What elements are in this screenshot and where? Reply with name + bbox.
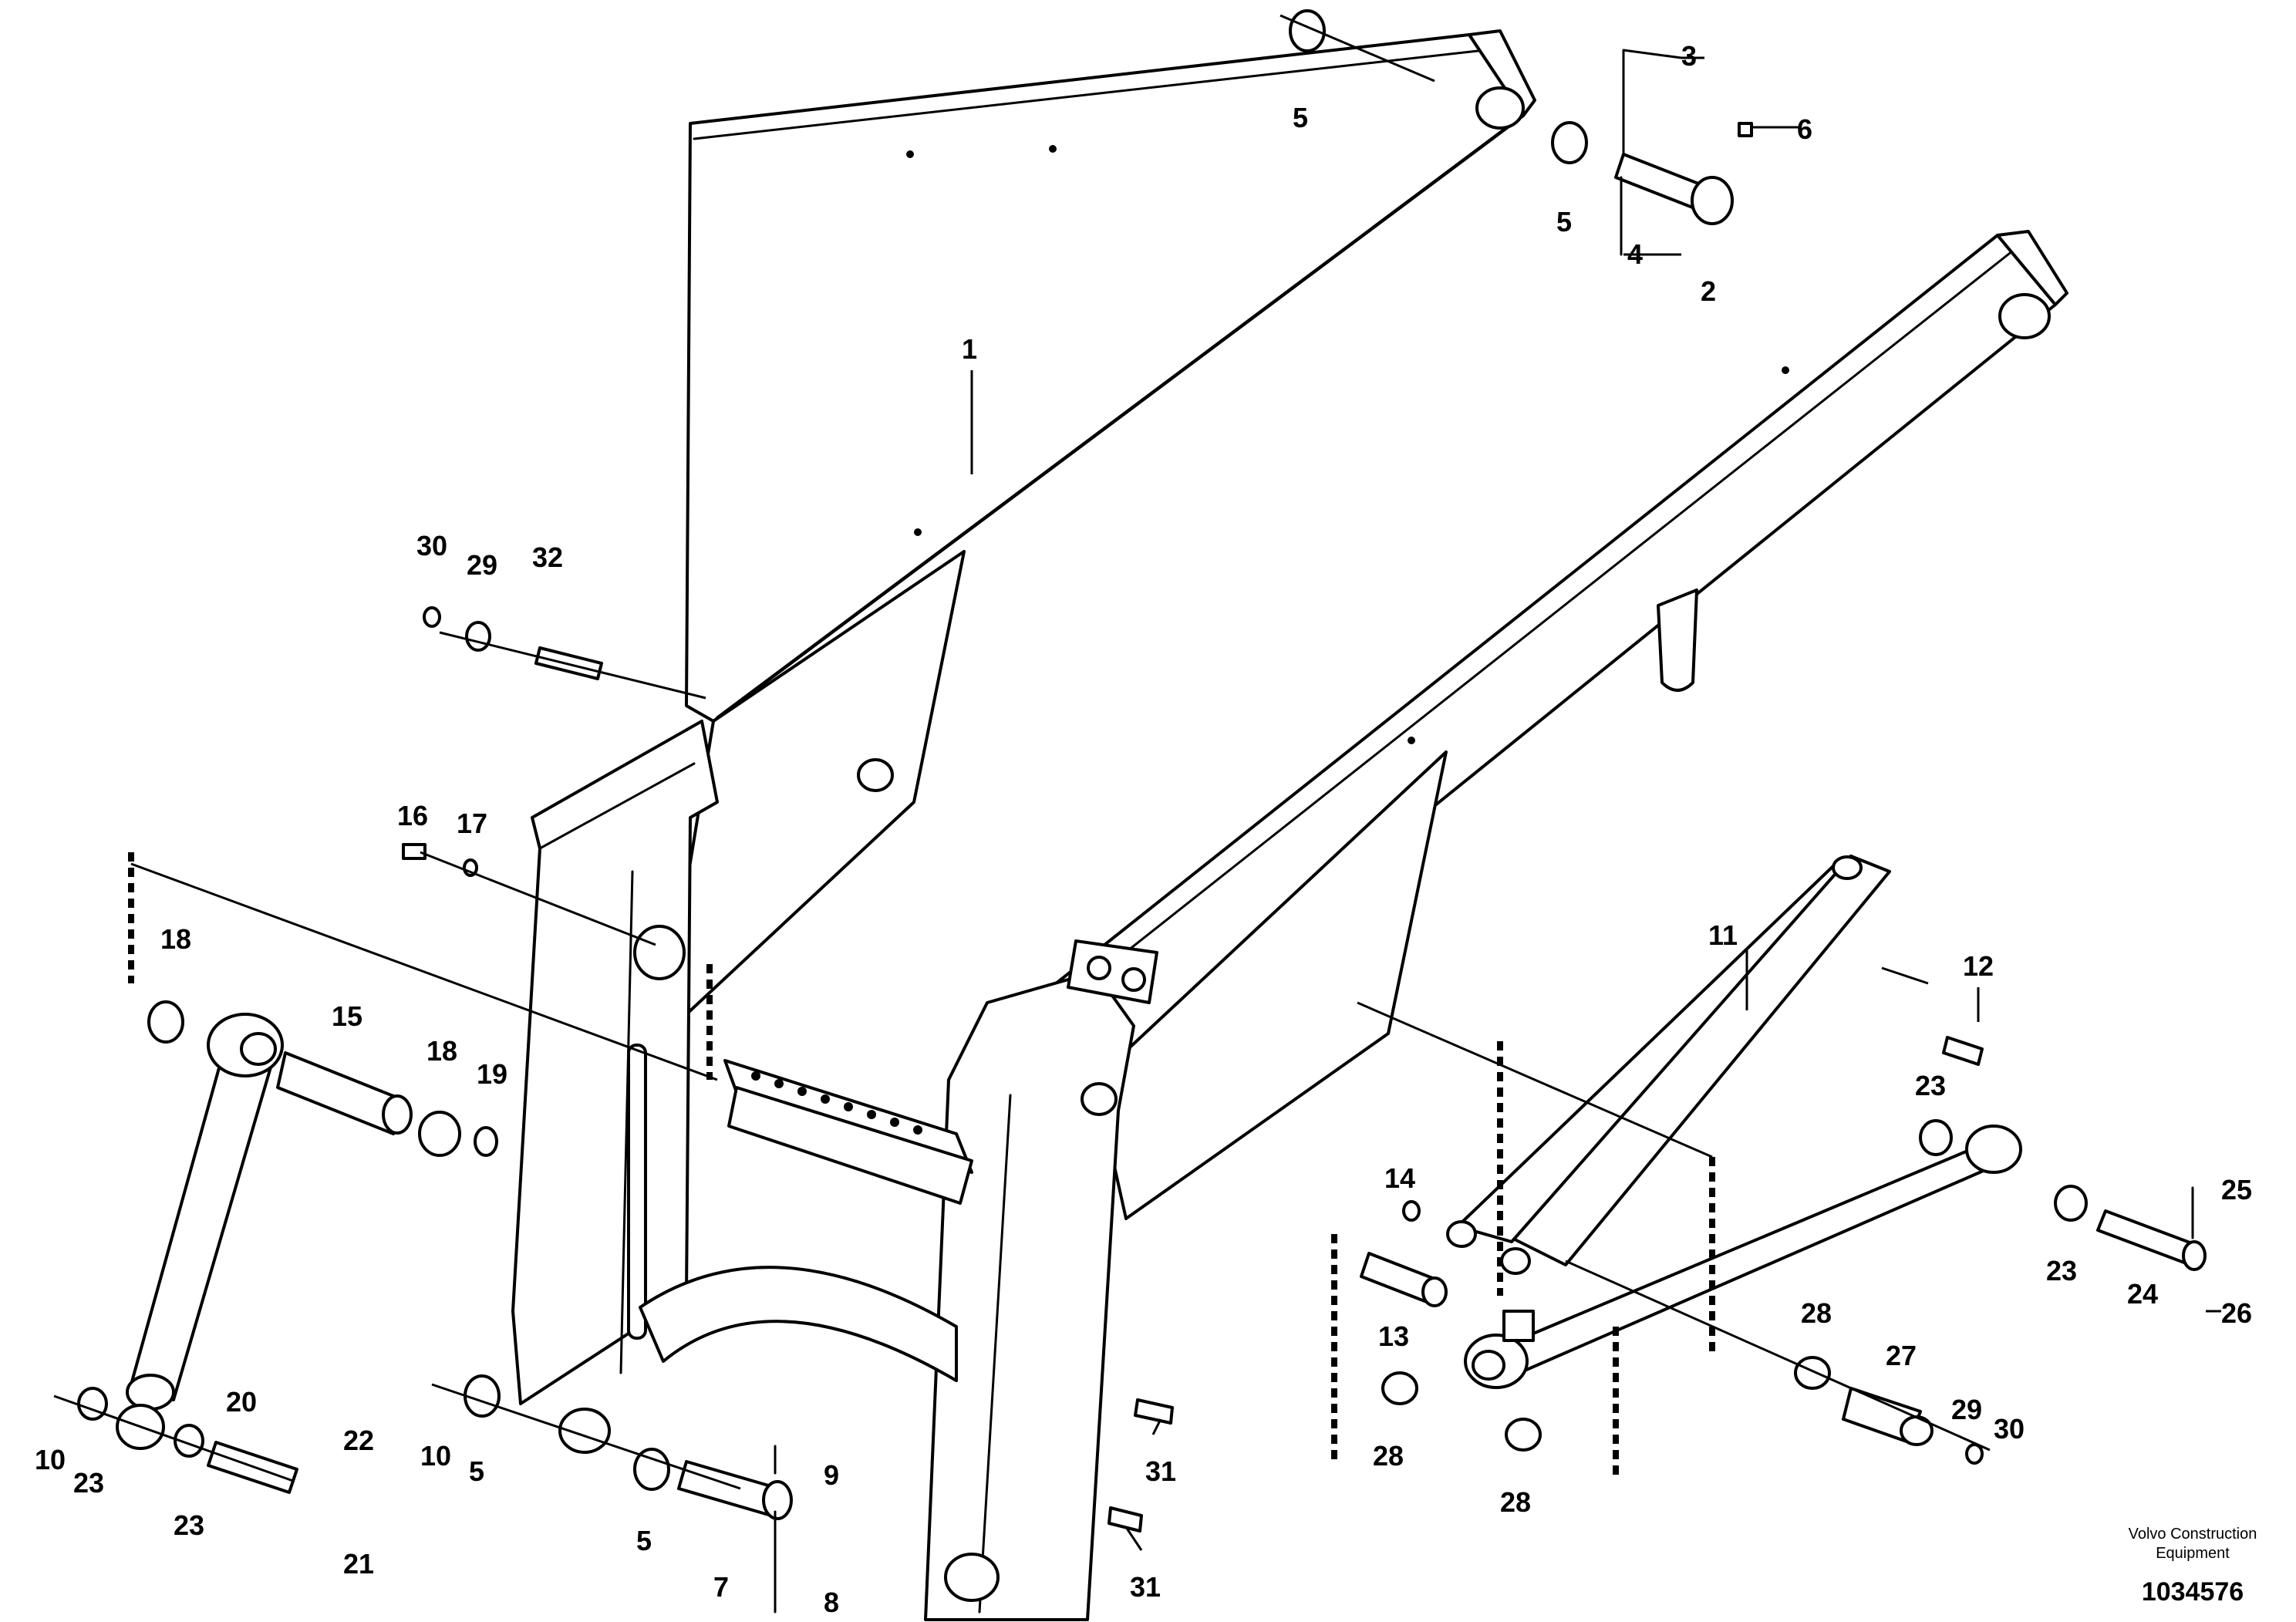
dashed-explosion-frames: [128, 852, 1715, 1481]
callout-31-upper: 31: [1145, 1455, 1176, 1487]
callout-25: 25: [2221, 1174, 2252, 1206]
brand-line-2: Equipment: [2156, 1545, 2230, 1562]
callout-2: 2: [1701, 275, 1716, 307]
callout-30-right: 30: [1994, 1413, 2025, 1445]
callout-22: 22: [343, 1425, 374, 1456]
callout-19: 19: [477, 1058, 507, 1090]
callout-5-lower: 5: [636, 1525, 652, 1556]
callout-26: 26: [2221, 1297, 2252, 1329]
callout-14: 14: [1384, 1162, 1415, 1194]
callout-23-a: 23: [73, 1467, 104, 1499]
callout-27: 27: [1886, 1340, 1917, 1371]
callout-23-d: 23: [2046, 1255, 2077, 1286]
callout-23-c: 23: [1915, 1070, 1946, 1101]
callout-16: 16: [397, 800, 428, 831]
step-plate-holes: [751, 1071, 922, 1135]
drawing-number: 1034576: [2142, 1577, 2244, 1607]
callout-15: 15: [332, 1000, 362, 1032]
callout-4: 4: [1627, 238, 1643, 270]
callout-9: 9: [824, 1459, 839, 1491]
callout-10-mid: 10: [420, 1440, 451, 1472]
callout-18-right: 18: [426, 1035, 457, 1067]
cross-member-step: [639, 1059, 973, 1382]
hydraulic-cylinder-left: [126, 1013, 284, 1411]
callout-labels: 1 2 3 4 5 5 5 5 6 7 8 9 10 10 11 12 13 1…: [35, 40, 2252, 1618]
callout-32: 32: [532, 541, 563, 573]
loader-arm-left: [511, 29, 1536, 1454]
callout-31-lower: 31: [1130, 1571, 1161, 1603]
callout-29-left: 29: [467, 549, 497, 581]
callout-24: 24: [2127, 1278, 2158, 1310]
callout-12: 12: [1963, 950, 1994, 982]
callout-1: 1: [962, 333, 977, 365]
callout-21: 21: [343, 1548, 374, 1580]
callout-20: 20: [226, 1386, 257, 1418]
callout-29-right: 29: [1951, 1394, 1982, 1425]
callout-30-left: 30: [416, 530, 447, 561]
callout-18-left: 18: [160, 923, 191, 955]
callout-28-b: 28: [1373, 1440, 1404, 1472]
callout-3: 3: [1681, 40, 1697, 72]
link-arm-11: [1446, 855, 2022, 1389]
callout-6: 6: [1797, 113, 1812, 145]
callout-23-b: 23: [174, 1509, 204, 1541]
leader-lines: [53, 14, 2221, 1551]
callout-28-a: 28: [1801, 1297, 1832, 1329]
footer-credit: Volvo Construction Equipment 1034576: [2129, 1526, 2257, 1607]
callout-8: 8: [824, 1587, 839, 1618]
callout-17: 17: [457, 808, 487, 839]
callout-5-top: 5: [1293, 102, 1308, 133]
callout-5-upper: 5: [1556, 206, 1572, 238]
loader-arm-right: [924, 230, 2068, 1621]
callout-11: 11: [1708, 919, 1738, 951]
callout-7: 7: [713, 1571, 729, 1603]
callout-13: 13: [1378, 1320, 1409, 1352]
callout-5-left: 5: [469, 1455, 484, 1487]
callout-10-left: 10: [35, 1444, 66, 1475]
callout-28-c: 28: [1500, 1486, 1531, 1518]
brand-line-1: Volvo Construction: [2129, 1526, 2257, 1543]
